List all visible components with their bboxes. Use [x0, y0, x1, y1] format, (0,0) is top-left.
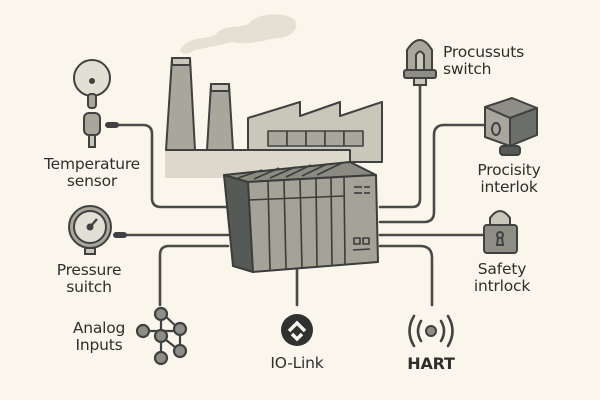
device-label-temperature-sensor: Temperature sensor: [34, 156, 150, 190]
network-nodes-icon: [135, 306, 188, 366]
proximity-sensor-icon: [484, 97, 538, 156]
label-line: Analog: [72, 319, 126, 337]
smoke-cloud: [180, 14, 297, 54]
plc-rack-icon: [223, 161, 379, 273]
label-line: intrlock: [473, 277, 531, 295]
label-line: IO-Link: [270, 354, 324, 372]
device-label-safety-interlock: Safety intrlock: [466, 261, 538, 295]
wireless-signal-icon: [408, 314, 454, 348]
label-line: Procisity: [477, 161, 541, 179]
label-line: interlok: [480, 178, 538, 196]
label-line: switch: [443, 60, 492, 78]
wire-hart: [378, 244, 434, 307]
thermometer-sensor-icon: [73, 59, 119, 148]
wire-temperature-sensor: [106, 123, 230, 209]
device-label-analog-inputs: Analog Inputs: [62, 320, 136, 354]
label-line: Procussuts: [443, 43, 525, 61]
label-line: Inputs: [75, 336, 123, 354]
device-label-proximity-interlock: Procisity interlok: [468, 162, 550, 196]
connection-wires: [106, 80, 485, 307]
label-line: sensor: [66, 172, 118, 190]
label-line: Temperature: [44, 155, 140, 173]
wire-proximity-interlock: [378, 123, 485, 224]
label-line: Safety: [477, 260, 527, 278]
padlock-icon: [483, 210, 518, 254]
label-line: HART: [407, 354, 455, 373]
device-label-hart: HART: [400, 355, 462, 372]
wire-top-switch: [378, 80, 422, 209]
pressure-gauge-icon: [68, 205, 127, 255]
device-label-io-link: IO-Link: [257, 355, 337, 372]
io-link-icon: [281, 314, 313, 346]
label-line: Pressure: [56, 261, 122, 279]
label-line: suitch: [66, 278, 112, 296]
wire-analog-inputs: [158, 244, 230, 307]
factory-icon: [165, 57, 383, 178]
device-label-pressure-switch: Pressure suitch: [44, 262, 134, 296]
device-label-top-switch: Procussuts switch: [443, 44, 553, 78]
indicator-lamp-icon: [403, 39, 437, 86]
